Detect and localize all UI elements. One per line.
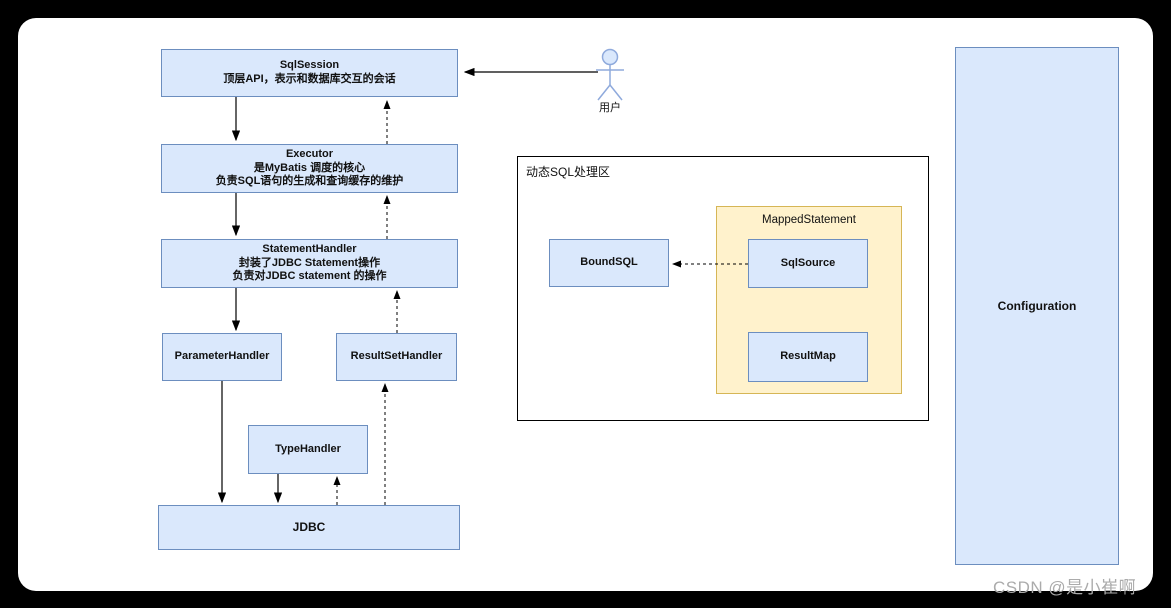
- node-typehandler: TypeHandler: [248, 425, 368, 474]
- node-sqlsource: SqlSource: [748, 239, 868, 288]
- node-line: 顶层API，表示和数据库交互的会话: [223, 73, 396, 85]
- node-resultsethandler: ResultSetHandler: [336, 333, 457, 381]
- node-line: 负责SQL语句的生成和查询缓存的维护: [215, 175, 404, 188]
- node-resultmap: ResultMap: [748, 332, 868, 382]
- node-boundsql: BoundSQL: [549, 239, 669, 287]
- node-sqlsession: SqlSession 顶层API，表示和数据库交互的会话: [161, 49, 458, 97]
- csdn-watermark: CSDN @是小崔啊: [993, 578, 1137, 597]
- diagram-canvas: 动态SQL处理区 MappedStatement SqlSession 顶层AP…: [18, 18, 1153, 591]
- node-title: BoundSQL: [580, 256, 638, 269]
- node-line: 封装了JDBC Statement操作: [238, 256, 381, 269]
- node-title: TypeHandler: [275, 442, 341, 455]
- node-configuration: Configuration: [955, 47, 1119, 565]
- node-title: ParameterHandler: [174, 350, 270, 363]
- node-title: JDBC: [292, 520, 326, 534]
- node-title: StatementHandler: [262, 242, 357, 255]
- node-title: Executor: [285, 147, 334, 160]
- node-title: Configuration: [997, 298, 1077, 313]
- group-mappedstatement-label: MappedStatement: [762, 214, 856, 226]
- node-parameterhandler: ParameterHandler: [162, 333, 282, 381]
- user-actor-label: 用户: [599, 102, 621, 114]
- region-label: 动态SQL处理区: [526, 165, 611, 179]
- node-executor: Executor 是MyBatis 调度的核心 负责SQL语句的生成和查询缓存的…: [161, 144, 458, 193]
- node-title: ResultMap: [780, 350, 836, 363]
- node-line: 是MyBatis 调度的核心: [253, 161, 366, 174]
- node-title: SqlSource: [780, 256, 836, 269]
- user-actor-icon: [596, 48, 624, 101]
- node-title: SqlSession: [279, 59, 340, 72]
- node-statementhandler: StatementHandler 封装了JDBC Statement操作 负责对…: [161, 239, 458, 288]
- node-title: ResultSetHandler: [350, 350, 443, 363]
- node-jdbc: JDBC: [158, 505, 460, 550]
- node-line: 负责对JDBC statement 的操作: [232, 270, 387, 283]
